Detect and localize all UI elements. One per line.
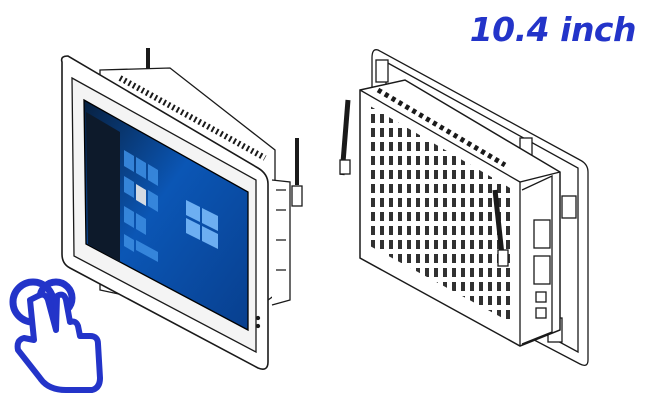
product-size-title: 10.4 inch: [469, 10, 637, 49]
windows-logo-icon: [186, 200, 218, 249]
front-panel-pc: [60, 48, 303, 370]
hand-pointer-multitouch-icon: [9, 278, 103, 393]
rear-panel-view: [339, 49, 589, 366]
